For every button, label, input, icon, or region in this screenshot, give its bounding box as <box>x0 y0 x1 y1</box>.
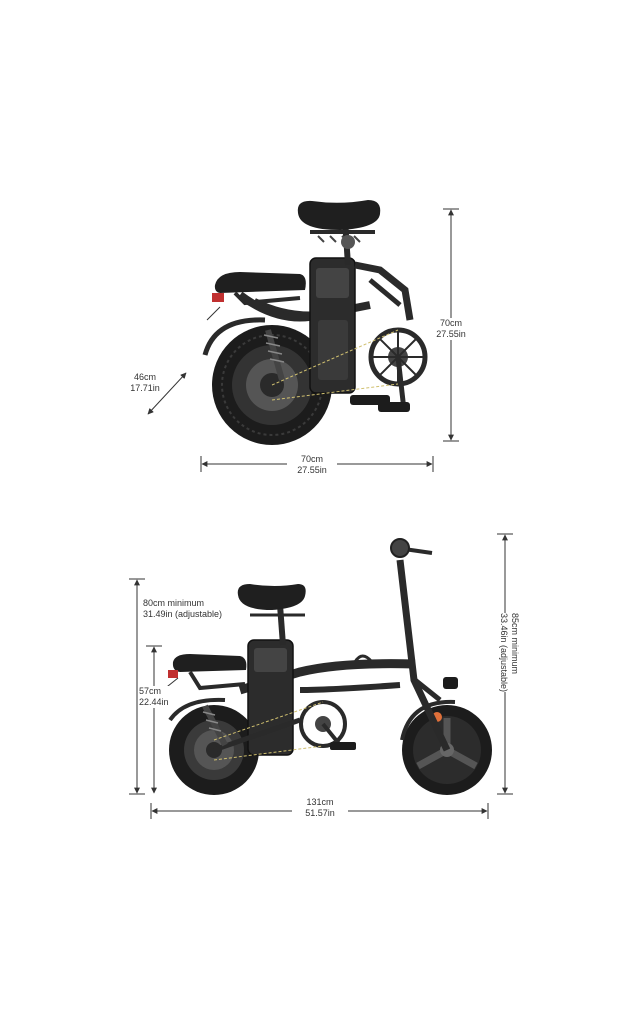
folded-length-in: 27.55in <box>297 465 327 475</box>
unfolded-rear-seat <box>172 654 247 672</box>
folded-height-cm: 70cm <box>439 318 462 328</box>
folded-height-label: 70cm 27.55in <box>430 318 472 340</box>
rear-seat-height-in: 22.44in <box>139 697 169 707</box>
folded-depth-in: 17.71in <box>130 383 160 393</box>
unfolded-bike <box>168 538 492 795</box>
folded-length-label: 70cm 27.55in <box>287 454 337 476</box>
seat-height-in: 31.49in (adjustable) <box>143 609 223 619</box>
folded-length-cm: 70cm <box>300 454 323 464</box>
folded-bike <box>202 200 428 445</box>
unfolded-seat <box>237 584 306 610</box>
unfolded-length-label: 131cm 51.57in <box>292 797 348 819</box>
handlebar-height-in: 33.46in (adjustable) <box>499 613 509 693</box>
folded-taillight <box>212 293 224 302</box>
folded-rear-seat <box>214 272 306 293</box>
seat-height-cm: 80cm minimum <box>143 598 205 608</box>
rear-seat-height-cm: 57cm <box>139 686 162 696</box>
handlebar-height-label: 85cm minimum 33.46in (adjustable) <box>498 613 520 693</box>
folded-seat <box>297 200 381 230</box>
rear-seat-height-label: 57cm 22.44in <box>139 686 169 708</box>
folded-depth-cm: 46cm <box>133 372 156 382</box>
folded-depth-line <box>147 372 187 415</box>
folded-height-in: 27.55in <box>436 329 466 339</box>
unfolded-length-cm: 131cm <box>306 797 334 807</box>
unfolded-length-in: 51.57in <box>305 808 335 818</box>
seat-height-label: 80cm minimum 31.49in (adjustable) <box>143 598 222 620</box>
handlebar-height-cm: 85cm minimum <box>510 613 520 675</box>
folded-depth-label: 46cm 17.71in <box>120 372 170 394</box>
